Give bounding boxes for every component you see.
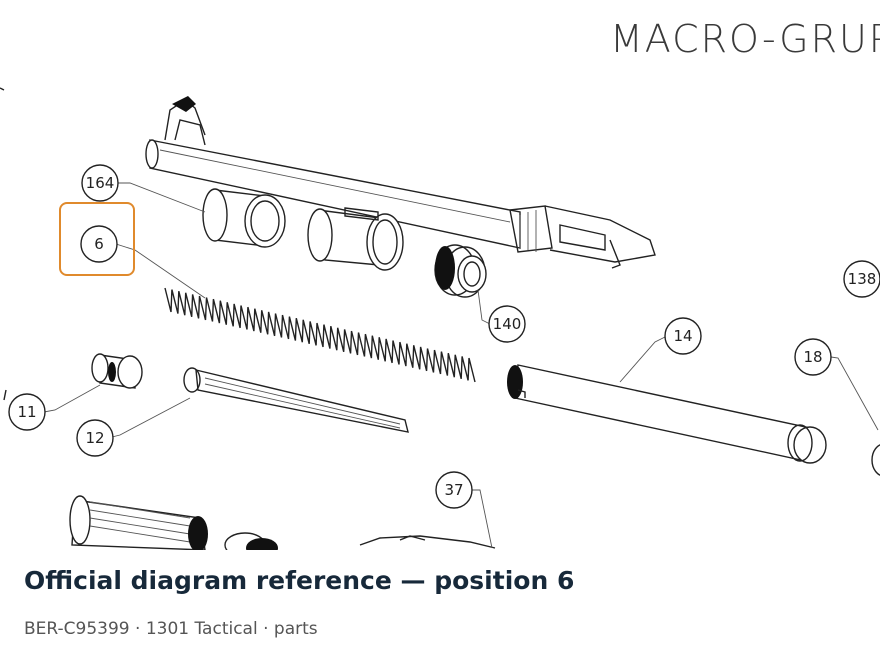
callout-label: 140: [493, 315, 522, 333]
part-sleeve: [307, 207, 404, 271]
caption-title: Official diagram reference — position 6: [24, 566, 575, 595]
brand-logo-text: MACRO-GRUPP: [610, 17, 880, 61]
callout-6: 6: [80, 225, 118, 263]
part-18-fragment: [871, 444, 880, 476]
callout-14: 14: [664, 317, 702, 355]
callout-140: 140: [488, 305, 526, 343]
highlight-box-position-6: [59, 202, 135, 276]
callout-label: 14: [673, 327, 692, 345]
callout-18: 18: [794, 338, 832, 376]
callout-164: 164: [81, 164, 119, 202]
part-knurled-cap: [69, 495, 278, 550]
part-11-bushing: [91, 353, 143, 389]
callout-label: 6: [94, 235, 104, 253]
part-164-ring: [202, 188, 286, 248]
callout-label: 12: [85, 429, 104, 447]
callout-label: 37: [444, 481, 463, 499]
exploded-parts-diagram: MACRO-GRUPP: [0, 17, 880, 550]
caption: Official diagram reference — position 6 …: [24, 562, 864, 640]
part-6-spring: [164, 287, 476, 383]
callout-138: 138: [843, 260, 880, 298]
callout-11: 11: [8, 393, 46, 431]
leader-lines: [43, 182, 879, 549]
part-37-fragment: [359, 535, 496, 549]
caption-subtitle: BER-C95399 · 1301 Tactical · parts: [24, 619, 318, 639]
left-edge-fragment: [0, 87, 7, 401]
callout-label: 138: [848, 270, 877, 288]
callout-37: 37: [435, 471, 473, 509]
callout-label: 18: [803, 348, 822, 366]
part-14-tube: [507, 364, 827, 464]
part-barrel: [145, 96, 656, 269]
callout-label: 11: [17, 403, 36, 421]
part-12-guide-rod: [183, 367, 409, 433]
part-140-nut: [434, 244, 487, 298]
callout-label: 164: [86, 174, 115, 192]
callout-12: 12: [76, 419, 114, 457]
